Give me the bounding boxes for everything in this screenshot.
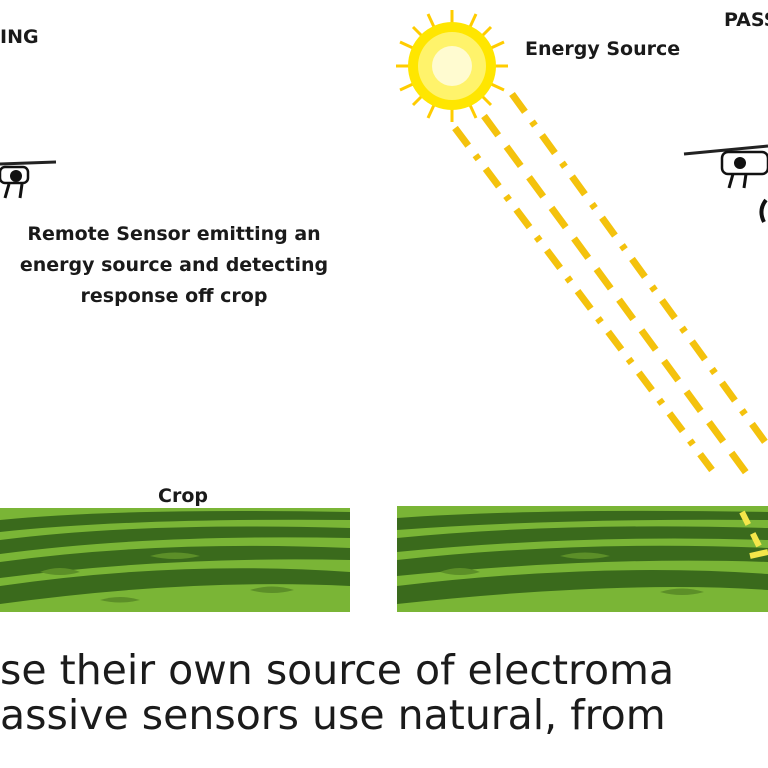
crop-field-right xyxy=(397,506,768,612)
sensor-description-line-3: response off crop xyxy=(80,285,268,307)
left-panel-title: ING xyxy=(0,26,39,48)
sensor-description-line-2: energy source and detecting xyxy=(19,254,329,276)
ray-3 xyxy=(509,91,768,449)
reflected-ray xyxy=(739,510,768,559)
drone-icon xyxy=(0,160,57,199)
ray-1 xyxy=(452,125,715,473)
caption-line-2: assive sensors use natural, from xyxy=(0,691,666,739)
caption-line-1: se their own source of electroma xyxy=(0,646,675,694)
right-panel-title: PASS xyxy=(724,9,768,31)
sensor-description-line-1: Remote Sensor emitting an xyxy=(27,223,321,245)
energy-source-label: Energy Source xyxy=(525,38,681,60)
ray-2 xyxy=(481,113,753,481)
crop-label: Crop xyxy=(158,485,208,507)
sun-icon xyxy=(396,10,508,122)
crop-field-left xyxy=(0,508,350,612)
sensor-description: Remote Sensor emitting an energy source … xyxy=(0,219,348,312)
drone-icon xyxy=(683,144,768,223)
energy-rays xyxy=(452,91,768,481)
